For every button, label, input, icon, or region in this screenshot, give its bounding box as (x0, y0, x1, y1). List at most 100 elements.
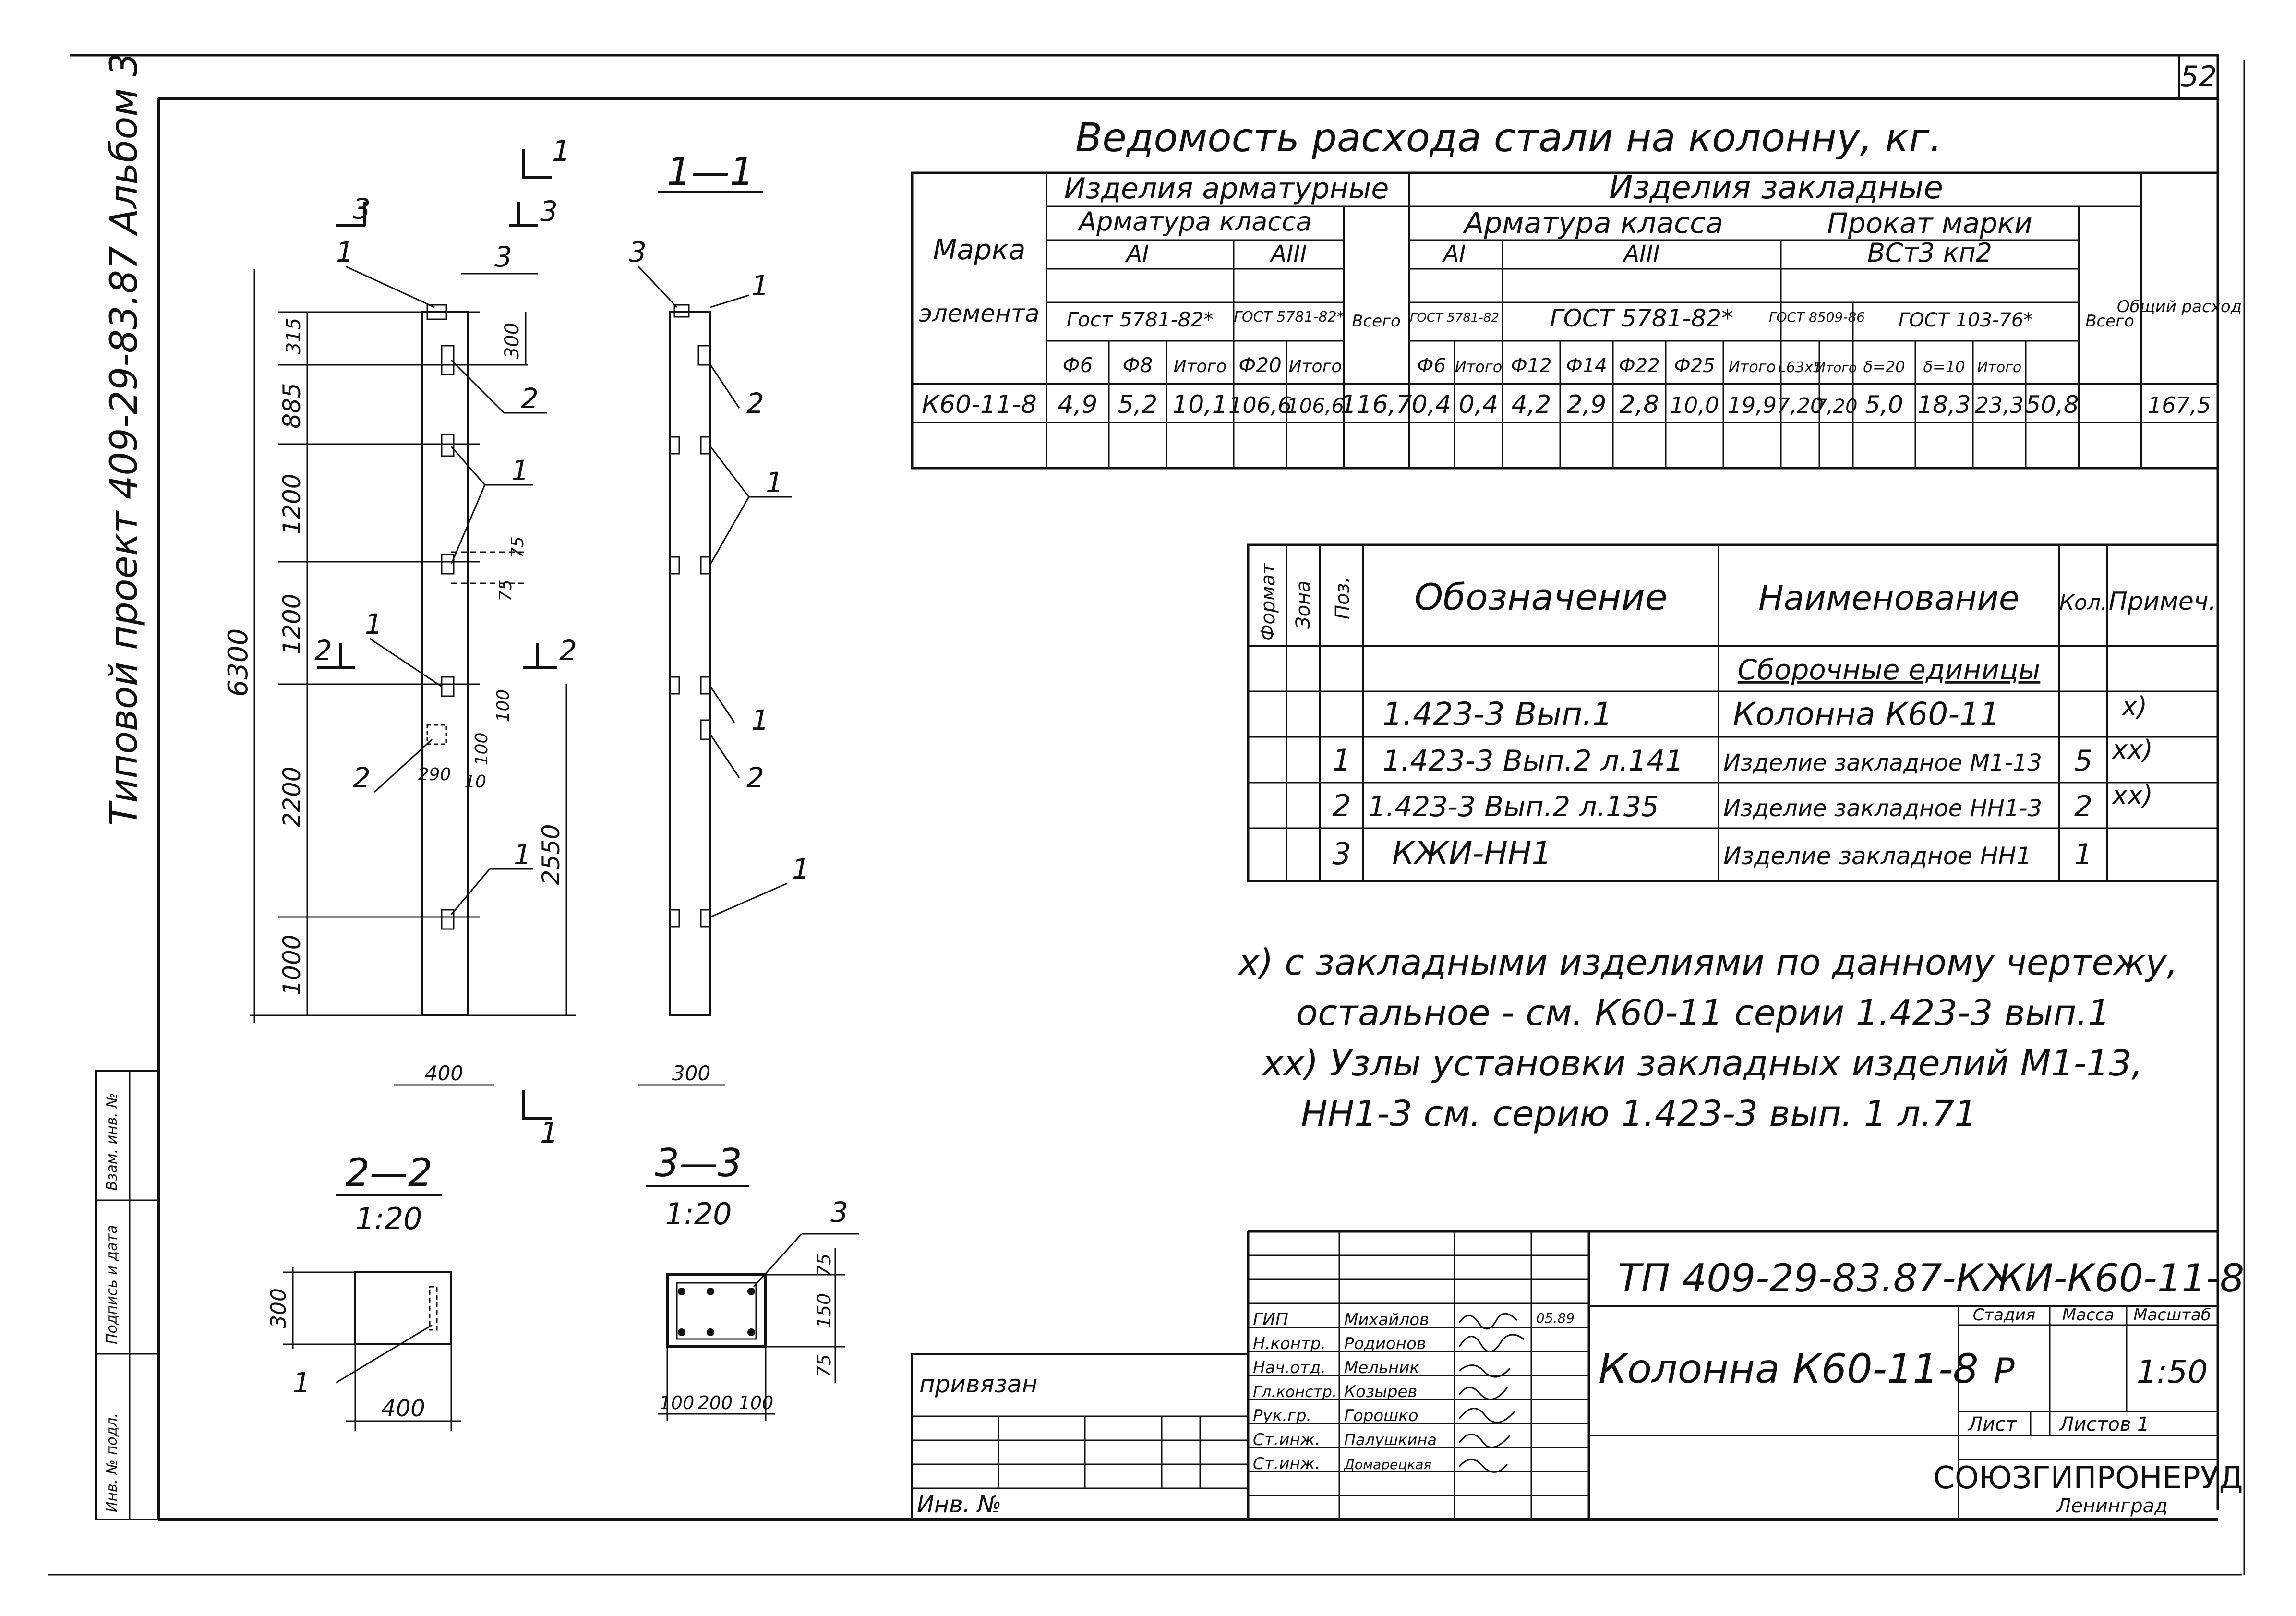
dim-2550: 2550 (537, 824, 565, 885)
spec-note: xx) (2111, 735, 2153, 765)
cell: 5,2 (1118, 390, 1158, 419)
stamp-replace-label: Взам. инв. № (104, 1093, 120, 1191)
section-3-3: 3—3 1:20 3 100 200 100 75 150 75 (646, 1141, 859, 1421)
dim-10: 10 (464, 772, 486, 792)
steel-col-headers: Ф6 Ф8 Итого Ф20 Итого Ф6 Итого Ф12 Ф14 Ф… (1063, 353, 2022, 377)
dim-75-a: 75 (508, 536, 528, 558)
spec-h-designation: Обозначение (1414, 576, 1667, 618)
signer-role: Н.контр. (1253, 1334, 1326, 1353)
dim-300: 300 (501, 323, 523, 359)
signer-role: Нач.отд. (1253, 1358, 1326, 1377)
col-h: L63x5 (1778, 359, 1822, 376)
cell: 0,4 (1459, 390, 1499, 419)
signer-role: ГИП (1253, 1310, 1288, 1329)
mark-3-left: 3 (353, 193, 371, 225)
sec33-dim-100-a: 100 (660, 1392, 695, 1413)
sheet-frame (48, 54, 2245, 1576)
pos-2-a: 2 (521, 382, 539, 415)
sec33-dim-75-a: 75 (814, 1254, 835, 1277)
pos-3-a: 3 (494, 241, 512, 273)
dim-100-b: 100 (472, 733, 492, 766)
dim-1200-a: 1200 (278, 593, 306, 654)
section-1-1: 1—1 300 3 1 2 1 1 2 1 (629, 149, 810, 1086)
mark-2-left: 2 (314, 634, 332, 667)
signer-name: Мельник (1344, 1358, 1419, 1377)
spec-note: xx) (2111, 780, 2153, 810)
spec-section-title: Сборочные единицы (1738, 653, 2041, 686)
th-gost-5: ГОСТ 8509-86 (1769, 309, 1865, 325)
stamp-sign-label: Подпись и дата (104, 1225, 120, 1345)
scale-value: 1:50 (2137, 1353, 2208, 1390)
drawing-name: Колонна К60-11-8 (1599, 1345, 1979, 1392)
signer-name: Козырев (1344, 1382, 1417, 1401)
row-mark: К60-11-8 (922, 390, 1037, 419)
spec-name: Изделие закладное НН1 (1723, 842, 2032, 870)
title-block: привязан Инв. № ТП 409-29-83.87-КЖИ-К60-… (911, 1230, 2244, 1520)
col-h: Ф6 (1417, 355, 1446, 377)
dim-1000: 1000 (278, 934, 306, 995)
col-h: Ф8 (1123, 353, 1153, 377)
stamp-inv-label: Инв. № подл. (104, 1413, 120, 1512)
th-vsego: Всего (1352, 312, 1401, 331)
dim-1200-b: 1200 (278, 473, 306, 534)
date: 05.89 (1536, 1310, 1575, 1326)
signer-name: Горошко (1344, 1406, 1418, 1425)
col-h: Ф6 (1063, 353, 1093, 377)
notes: x) с закладными изделиями по данному чер… (1238, 942, 2178, 1134)
dim-width-400: 400 (425, 1061, 463, 1085)
spec-designation: 1.423-3 Вып.2 л.135 (1368, 790, 1659, 823)
th-gost-2: ГОСТ 5781-82* (1234, 309, 1344, 326)
cell: 5,0 (1865, 391, 1903, 419)
th-gost-1: Гост 5781-82* (1067, 308, 1214, 331)
signatures (1458, 1313, 1525, 1473)
spec-designation: 1.423-3 Вып.2 л.141 (1382, 744, 1683, 778)
drawing-code: ТП 409-29-83.87-КЖИ-К60-11-8 (1618, 1256, 2244, 1301)
spec-h-qty: Кол. (2059, 591, 2107, 615)
sec11-title: 1—1 (667, 149, 754, 194)
signer-row: Ст.инж.Палушкина (1253, 1430, 1437, 1449)
sec11-pos-1-b: 1 (766, 466, 783, 499)
dim-315: 315 (283, 318, 305, 354)
sec22-dim-400: 400 (381, 1395, 425, 1422)
dim-2200: 2200 (278, 766, 306, 827)
spec-h-pos: Поз. (1332, 577, 1354, 619)
dim-885: 885 (278, 383, 306, 428)
spec-designation: КЖИ-НН1 (1392, 835, 1551, 872)
col-h: δ=20 (1863, 358, 1905, 376)
th-ai-2: АI (1442, 241, 1466, 267)
th-arm-class: Арматура класса (1077, 206, 1312, 237)
col-h: Итого (1174, 357, 1227, 376)
spec-designation: 1.423-3 Вып.1 (1382, 696, 1612, 733)
spec-name: Колонна К60-11 (1733, 696, 2000, 733)
dim-100-a: 100 (493, 689, 513, 723)
signer-row: Рук.гр.Горошко (1253, 1406, 1418, 1425)
th-arm-class-2: Арматура класса (1462, 206, 1723, 240)
pos-1-d: 1 (514, 838, 531, 871)
signer-role: Гл.констр. (1253, 1383, 1337, 1401)
spec-pos: 2 (1332, 788, 1351, 823)
cell: 19,9 (1728, 392, 1777, 418)
th-aiii-2: АIII (1622, 241, 1659, 267)
th-arm-items: Изделия арматурные (1064, 172, 1389, 205)
signer-row: Ст.инж.Домарецкая (1253, 1454, 1431, 1473)
cell: 167,5 (2148, 392, 2211, 418)
cell: 10,1 (1172, 390, 1228, 419)
spec-name: Изделие закладное М1-13 (1723, 749, 2042, 776)
left-stamp: Инв. № подл. Подпись и дата Взам. инв. № (95, 1070, 159, 1520)
sec11-pos-1-d: 1 (792, 853, 810, 885)
th-gost-6: ГОСТ 103-76* (1899, 309, 2033, 331)
th-rolled: Прокат марки (1827, 207, 2032, 240)
sec11-width-300: 300 (672, 1061, 710, 1085)
dim-290: 290 (418, 765, 451, 784)
dim-total: 6300 (223, 628, 254, 697)
column-side (669, 311, 711, 1016)
pos-1-c: 1 (365, 608, 383, 640)
sec33-dim-75-b: 75 (814, 1354, 835, 1377)
col-h: Ф14 (1566, 355, 1607, 377)
th-vst: ВСт3 кп2 (1867, 238, 1992, 268)
col-h: Итого (1977, 359, 2021, 376)
dim-75-b: 75 (496, 579, 516, 602)
cell: 7,20 (1815, 396, 1857, 418)
sec33-dim-150: 150 (814, 1293, 835, 1328)
